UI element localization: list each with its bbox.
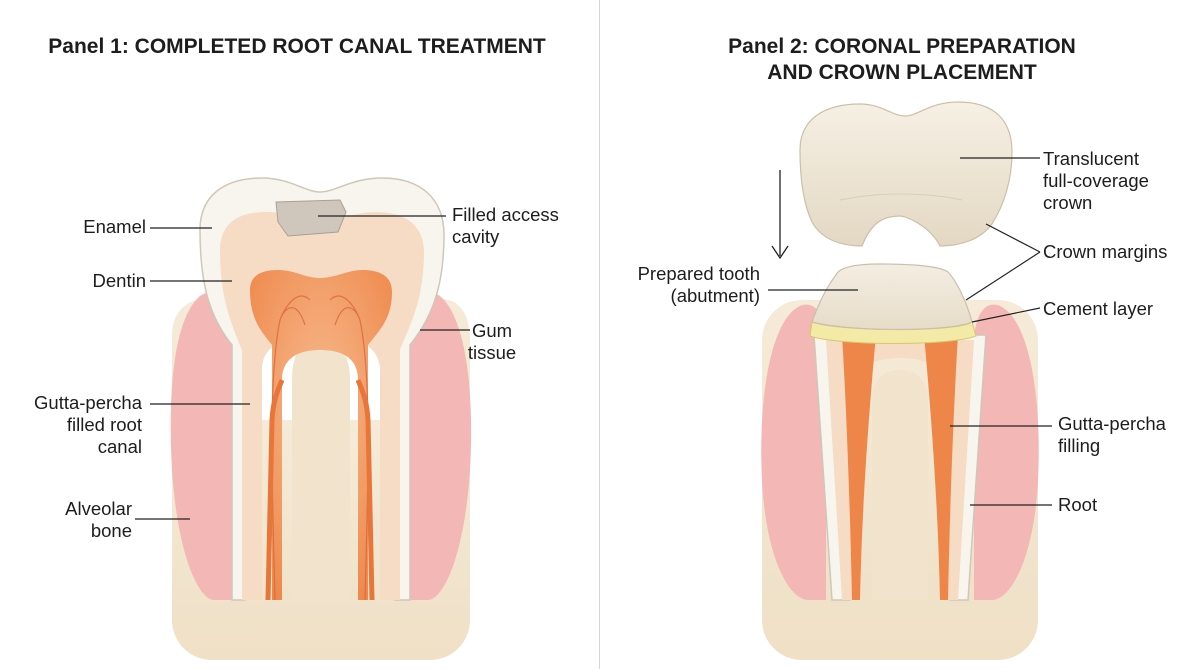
translucent-crown-shape [799,101,1013,247]
panel1-tooth-illustration [135,177,472,660]
label-crown-margins: Crown margins [1043,241,1168,262]
gutta-percha-left-canal [265,379,285,601]
panel2-tooth-illustration [761,101,1052,660]
gum-tissue-right-2 [974,304,1039,600]
label-dentin: Dentin [92,270,146,291]
label-root: Root [1058,494,1098,515]
label-gum-tissue: Gum tissue [467,320,517,363]
gum-tissue-left-2 [761,304,826,600]
pulp-chamber [250,270,392,600]
panel-divider [599,0,600,669]
abutment-shape [811,263,973,331]
label-gutta-percha-canal: Gutta-percha filled root canal [34,392,142,457]
panel2-title: Panel 2: CORONAL PREPARATION AND CROWN P… [728,35,1076,84]
label-translucent-crown: Translucent full-coverage crown [1043,148,1149,213]
gum-tissue-right [410,292,472,600]
placement-arrow [771,170,789,260]
gutta-percha-right-canal [355,379,375,601]
label-filled-access-cavity: Filled access cavity [452,204,559,247]
label-alveolar-bone: Alveolar bone [65,498,132,541]
label-cement-layer: Cement layer [1043,298,1154,319]
filled-access-cavity-shape [275,199,347,237]
label-enamel: Enamel [83,216,146,237]
panel1-title: Panel 1: COMPLETED ROOT CANAL TREATMENT [48,35,546,58]
gutta-percha-filling-shape [842,335,876,600]
label-prepared-tooth: Prepared tooth (abutment) [637,263,760,306]
gum-tissue-left [170,292,232,600]
label-gutta-percha-filling: Gutta-percha filling [1058,413,1166,456]
